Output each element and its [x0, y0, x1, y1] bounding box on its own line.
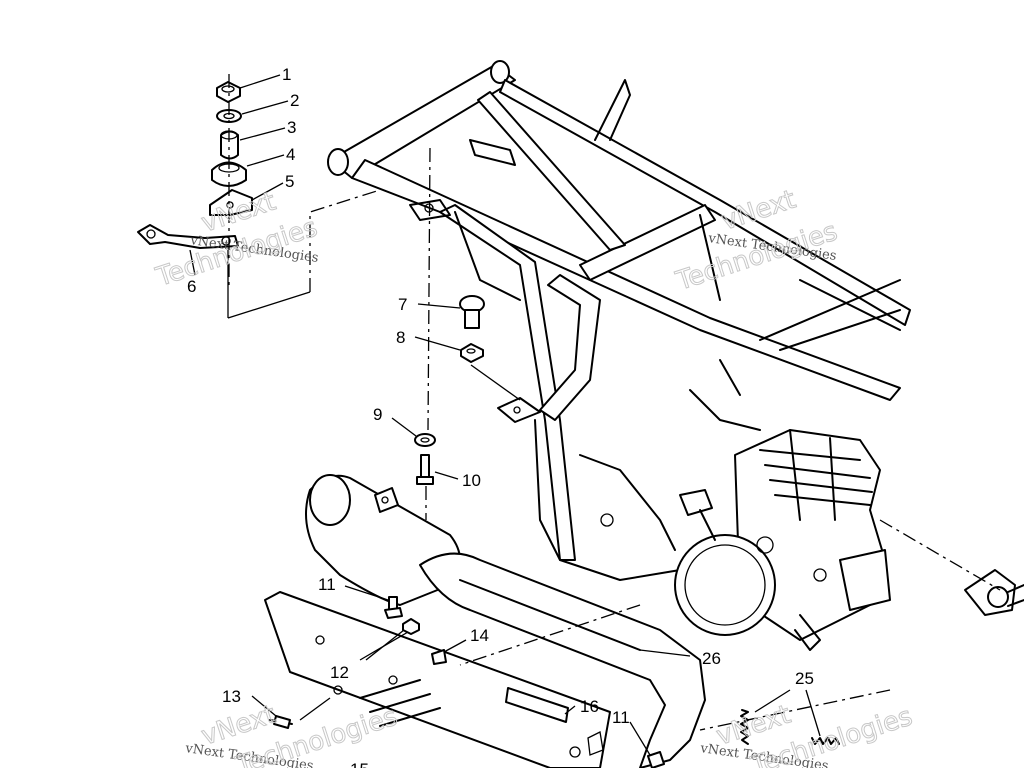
callout-10: 10: [462, 471, 481, 490]
callout-7: 7: [398, 295, 407, 314]
frame-assembly: [327, 60, 911, 581]
callout-11-upper: 11: [318, 575, 336, 594]
exhaust-flange: [964, 569, 1024, 616]
callout-4: 4: [286, 145, 295, 164]
callout-9: 9: [373, 405, 382, 424]
callout-6: 6: [187, 277, 196, 296]
spark-arrestor-plate: [505, 687, 569, 723]
mount-stack-parts: [137, 81, 840, 768]
callout-2: 2: [290, 91, 299, 110]
callout-25: 25: [795, 669, 814, 688]
callout-11-lower: 11: [612, 708, 630, 727]
callout-3: 3: [287, 118, 296, 137]
muffler-assembly: [305, 474, 706, 768]
heat-shield: [264, 591, 611, 768]
callout-26: 26: [702, 649, 721, 668]
callout-labels: 1 2 3 4 5 6 7 8 9 10 11 12 13 14 15 16 1…: [187, 65, 814, 768]
leader-lines: [189, 74, 1001, 756]
engine-assembly: [674, 429, 891, 651]
callout-14: 14: [470, 626, 489, 645]
callout-16: 16: [580, 697, 599, 716]
callout-12: 12: [330, 663, 349, 682]
callout-1: 1: [282, 65, 291, 84]
callout-13: 13: [222, 687, 241, 706]
callout-15: 15: [350, 760, 369, 768]
callout-8: 8: [396, 328, 405, 347]
callout-5: 5: [285, 172, 294, 191]
